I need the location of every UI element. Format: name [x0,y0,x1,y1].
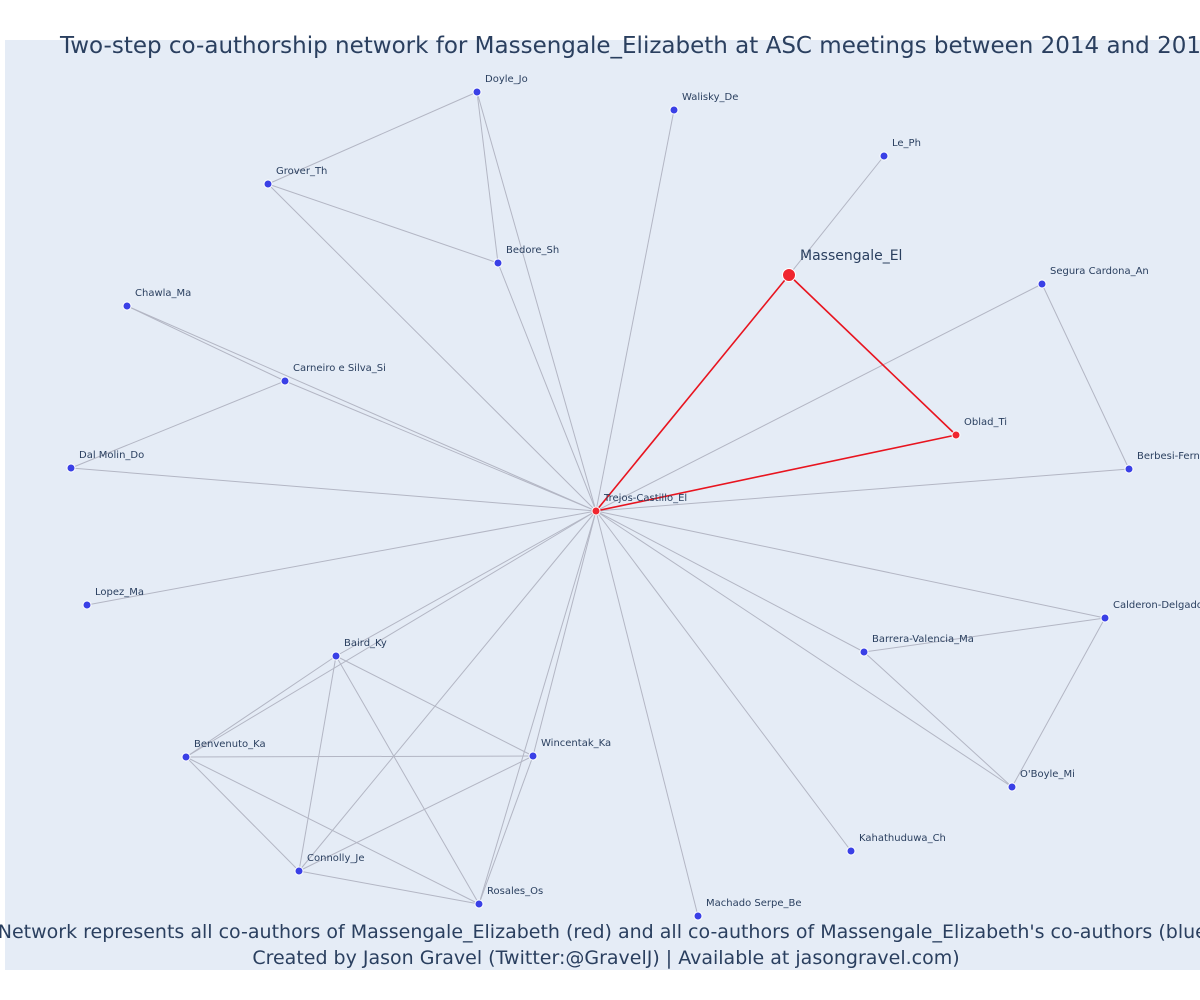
node-label-carneiro-e-silva-si: Carneiro e Silva_Si [293,363,386,374]
edge-baird-ky--rosales-os [335,655,480,905]
caption-line-1: Network represents all co-authors of Mas… [0,921,1200,943]
node-walisky-de[interactable] [669,105,679,115]
node-grover-th[interactable] [263,179,273,189]
edge-baird-ky--benvenuto-ka [185,655,337,758]
edge-benvenuto-ka--wincentak-ka [185,755,534,758]
node-label-connolly-je: Connolly_Je [307,853,364,864]
node-machado-serpe-be[interactable] [693,911,703,921]
node-berbesi-fern[interactable] [1124,464,1134,474]
edge-segura-cardona-an--berbesi-fern [1041,283,1130,470]
edge-trejos-castillo-el--kahathuduwa-ch [595,510,852,852]
node-trejos-castillo-el[interactable] [591,506,601,516]
edge-trejos-castillo-el--walisky-de [595,109,675,512]
node-label-massengale-el: Massengale_El [800,248,902,264]
edge-benvenuto-ka--connolly-je [185,756,300,872]
node-label-le-ph: Le_Ph [892,138,921,149]
edge-massengale-el--trejos-castillo-el [595,274,790,512]
edge-wincentak-ka--rosales-os [478,755,534,905]
edge-trejos-castillo-el--baird-ky [335,510,597,657]
edge-doyle-jo--bedore-sh [476,91,499,264]
edge-trejos-castillo-el--doyle-jo [476,91,597,512]
edge-wincentak-ka--connolly-je [298,755,534,872]
edge-carneiro-e-silva-si--dal-molin-do [70,380,286,469]
chart-title: Two-step co-authorship network for Masse… [59,33,1200,59]
node-lopez-ma[interactable] [82,600,92,610]
edge-grover-th--bedore-sh [267,183,499,264]
node-carneiro-e-silva-si[interactable] [280,376,290,386]
edge-benvenuto-ka--rosales-os [185,756,480,905]
node-label-chawla-ma: Chawla_Ma [135,288,191,299]
node-label-berbesi-fern: Berbesi-Fern [1137,451,1200,462]
edge-trejos-castillo-el--connolly-je [298,510,597,872]
node-dal-molin-do[interactable] [66,463,76,473]
node-label-o-boyle-mi: O'Boyle_Mi [1020,769,1075,780]
edge-calderon-delgado--o-boyle-mi [1011,617,1106,788]
edge-massengale-el--oblad-ti [788,274,957,436]
node-segura-cardona-an[interactable] [1037,279,1047,289]
node-label-baird-ky: Baird_Ky [344,638,387,649]
node-o-boyle-mi[interactable] [1007,782,1017,792]
node-label-dal-molin-do: Dal Molin_Do [79,450,144,461]
edge-massengale-el--le-ph [788,155,885,276]
edge-trejos-castillo-el--o-boyle-mi [595,510,1013,788]
node-calderon-delgado[interactable] [1100,613,1110,623]
edge-trejos-castillo-el--rosales-os [478,510,597,905]
edge-chawla-ma--carneiro-e-silva-si [126,305,286,382]
edge-trejos-castillo-el--bedore-sh [497,262,597,512]
node-label-doyle-jo: Doyle_Jo [485,74,528,85]
node-rosales-os[interactable] [474,899,484,909]
edge-trejos-castillo-el--chawla-ma [126,305,597,512]
nodes-layer [66,87,1134,921]
node-le-ph[interactable] [879,151,889,161]
edge-trejos-castillo-el--berbesi-fern [595,468,1130,512]
node-benvenuto-ka[interactable] [181,752,191,762]
node-bedore-sh[interactable] [493,258,503,268]
node-label-barrera-valencia-ma: Barrera-Valencia_Ma [872,634,974,645]
node-label-kahathuduwa-ch: Kahathuduwa_Ch [859,833,946,844]
edge-barrera-valencia-ma--o-boyle-mi [863,651,1013,788]
edge-trejos-castillo-el--wincentak-ka [532,510,597,757]
labels-layer: Massengale_ElTrejos-Castillo_ElOblad_TiL… [79,74,1200,909]
node-kahathuduwa-ch[interactable] [846,846,856,856]
node-label-grover-th: Grover_Th [276,166,327,177]
node-label-benvenuto-ka: Benvenuto_Ka [194,739,266,750]
node-wincentak-ka[interactable] [528,751,538,761]
edge-trejos-castillo-el--segura-cardona-an [595,283,1043,512]
node-label-walisky-de: Walisky_De [682,92,738,103]
node-chawla-ma[interactable] [122,301,132,311]
edge-trejos-castillo-el--calderon-delgado [595,510,1106,619]
edge-connolly-je--rosales-os [298,870,480,905]
node-label-calderon-delgado: Calderon-Delgado [1113,600,1200,611]
node-massengale-el[interactable] [782,268,796,282]
edge-trejos-castillo-el--grover-th [267,183,597,512]
edge-trejos-castillo-el--machado-serpe-be [595,510,699,917]
caption-line-2: Created by Jason Gravel (Twitter:@Gravel… [252,947,959,969]
plot-background [5,40,1200,970]
node-label-wincentak-ka: Wincentak_Ka [541,738,611,749]
node-oblad-ti[interactable] [951,430,961,440]
edge-doyle-jo--grover-th [267,91,478,185]
node-label-segura-cardona-an: Segura Cardona_An [1050,266,1149,277]
edge-baird-ky--connolly-je [298,655,337,872]
node-label-trejos-castillo-el: Trejos-Castillo_El [603,493,687,504]
edge-calderon-delgado--barrera-valencia-ma [863,617,1106,653]
edge-trejos-castillo-el--oblad-ti [595,434,957,512]
edge-baird-ky--wincentak-ka [335,655,534,757]
node-label-rosales-os: Rosales_Os [487,886,543,897]
edge-trejos-castillo-el--carneiro-e-silva-si [284,380,597,512]
node-label-oblad-ti: Oblad_Ti [964,417,1007,428]
node-barrera-valencia-ma[interactable] [859,647,869,657]
node-baird-ky[interactable] [331,651,341,661]
node-label-bedore-sh: Bedore_Sh [506,245,559,256]
edge-trejos-castillo-el--benvenuto-ka [185,510,597,758]
edge-trejos-castillo-el--dal-molin-do [70,467,597,512]
node-connolly-je[interactable] [294,866,304,876]
node-doyle-jo[interactable] [472,87,482,97]
node-label-lopez-ma: Lopez_Ma [95,587,144,598]
edge-trejos-castillo-el--barrera-valencia-ma [595,510,865,653]
node-label-machado-serpe-be: Machado Serpe_Be [706,898,802,909]
edges-layer [70,91,1130,917]
edge-trejos-castillo-el--lopez-ma [86,510,597,606]
